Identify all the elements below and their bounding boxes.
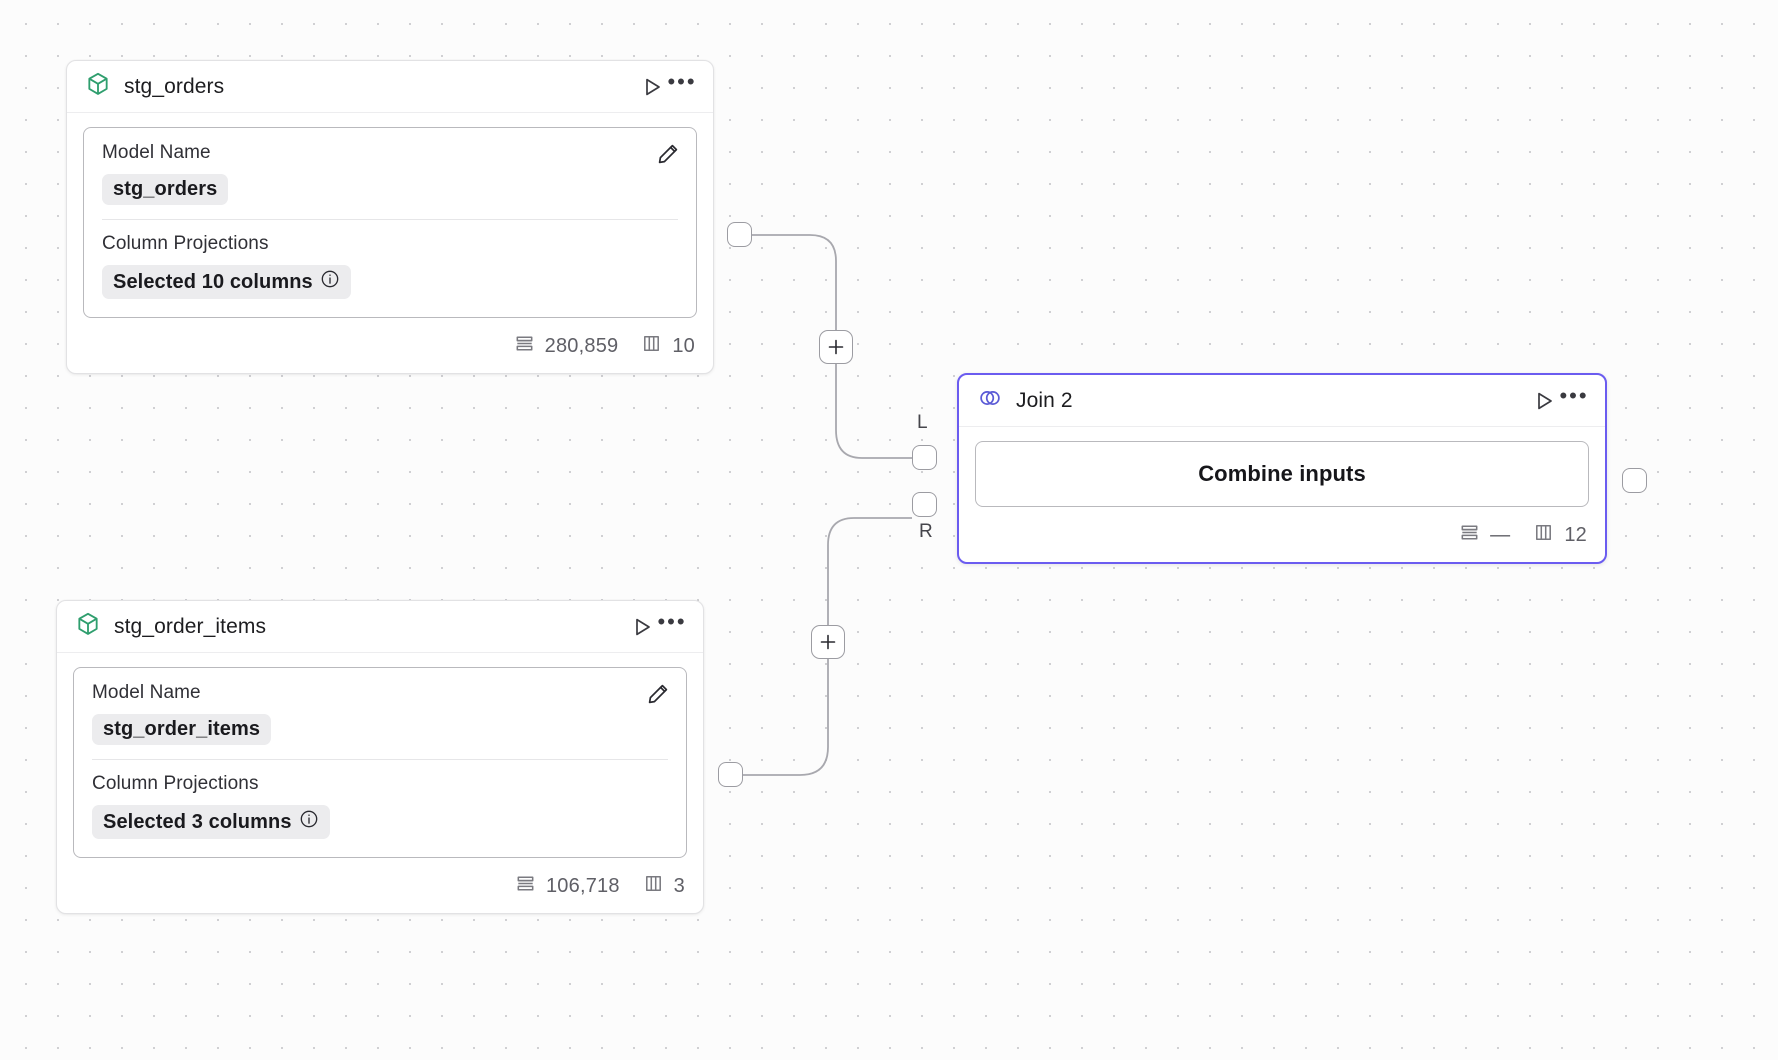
node-body: Model Name stg_orders Column Projections… xyxy=(67,113,713,324)
node-title: stg_order_items xyxy=(114,614,267,638)
column-projections-text: Selected 10 columns xyxy=(113,270,313,293)
column-projections-label: Column Projections xyxy=(92,773,259,794)
more-options-icon[interactable]: ••• xyxy=(1559,382,1589,408)
more-options-icon[interactable]: ••• xyxy=(667,68,697,94)
more-options-icon[interactable]: ••• xyxy=(657,608,687,634)
node-footer: 280,859 10 xyxy=(67,324,713,373)
input-port-label-left: L xyxy=(917,412,928,433)
model-config-card: Model Name stg_orders Column Projections… xyxy=(83,127,697,318)
rows-icon xyxy=(513,332,536,361)
output-port-join-2[interactable] xyxy=(1622,468,1647,493)
row-count-stat: 106,718 xyxy=(514,872,620,901)
row-count-stat: 280,859 xyxy=(513,332,619,361)
divider xyxy=(92,759,668,760)
node-header: Join 2 ••• xyxy=(959,375,1605,427)
run-icon[interactable] xyxy=(627,612,657,642)
node-header: stg_orders ••• xyxy=(67,61,713,113)
node-body: Model Name stg_order_items Column Projec… xyxy=(57,653,703,864)
model-config-card: Model Name stg_order_items Column Projec… xyxy=(73,667,687,858)
venn-join-icon xyxy=(977,385,1003,416)
run-icon[interactable] xyxy=(1529,386,1559,416)
node-join-2[interactable]: Join 2 ••• Combine inputs xyxy=(957,373,1607,564)
columns-icon xyxy=(1532,521,1555,550)
node-footer: — 12 xyxy=(959,513,1605,562)
columns-value: 3 xyxy=(673,875,685,897)
cube-icon xyxy=(85,71,111,102)
combine-inputs-button[interactable]: Combine inputs xyxy=(975,441,1589,507)
output-port-stg-order-items[interactable] xyxy=(718,762,743,787)
rows-icon xyxy=(1458,521,1481,550)
columns-value: 12 xyxy=(1564,524,1587,546)
add-node-button-edge-2[interactable] xyxy=(811,625,845,659)
output-port-stg-orders[interactable] xyxy=(727,222,752,247)
node-header: stg_order_items ••• xyxy=(57,601,703,653)
column-count-stat: 12 xyxy=(1532,521,1587,550)
input-port-right[interactable] xyxy=(912,492,937,517)
divider xyxy=(102,219,678,220)
node-title: Join 2 xyxy=(1016,388,1073,412)
columns-icon xyxy=(640,332,663,361)
column-projections-value[interactable]: Selected 10 columns xyxy=(102,265,351,299)
rows-value: 280,859 xyxy=(544,335,619,357)
input-port-label-right: R xyxy=(919,521,933,542)
column-projections-label: Column Projections xyxy=(102,233,269,254)
cube-icon xyxy=(75,611,101,642)
model-name-label: Model Name xyxy=(92,682,201,703)
edit-pencil-icon[interactable] xyxy=(654,140,682,168)
column-count-stat: 10 xyxy=(640,332,695,361)
rows-icon xyxy=(514,872,537,901)
node-title: stg_orders xyxy=(124,74,225,98)
columns-value: 10 xyxy=(672,335,695,357)
node-body: Combine inputs xyxy=(959,427,1605,513)
column-projections-text: Selected 3 columns xyxy=(103,810,292,833)
node-stg-order-items[interactable]: stg_order_items ••• Model Name stg_order… xyxy=(56,600,704,914)
info-icon[interactable] xyxy=(299,809,319,835)
model-name-value[interactable]: stg_order_items xyxy=(92,714,272,745)
columns-icon xyxy=(642,872,665,901)
edit-pencil-icon[interactable] xyxy=(644,680,672,708)
node-stg-orders[interactable]: stg_orders ••• Model Name stg_orders xyxy=(66,60,714,374)
model-name-value[interactable]: stg_orders xyxy=(102,174,229,205)
model-name-label: Model Name xyxy=(102,142,211,163)
column-count-stat: 3 xyxy=(642,872,685,901)
row-count-stat: — xyxy=(1458,521,1510,550)
run-icon[interactable] xyxy=(637,72,667,102)
rows-value: — xyxy=(1490,524,1511,546)
input-port-left[interactable] xyxy=(912,445,937,470)
node-footer: 106,718 3 xyxy=(57,864,703,913)
info-icon[interactable] xyxy=(320,269,340,295)
rows-value: 106,718 xyxy=(545,875,620,897)
column-projections-value[interactable]: Selected 3 columns xyxy=(92,805,330,839)
add-node-button-edge-1[interactable] xyxy=(819,330,853,364)
